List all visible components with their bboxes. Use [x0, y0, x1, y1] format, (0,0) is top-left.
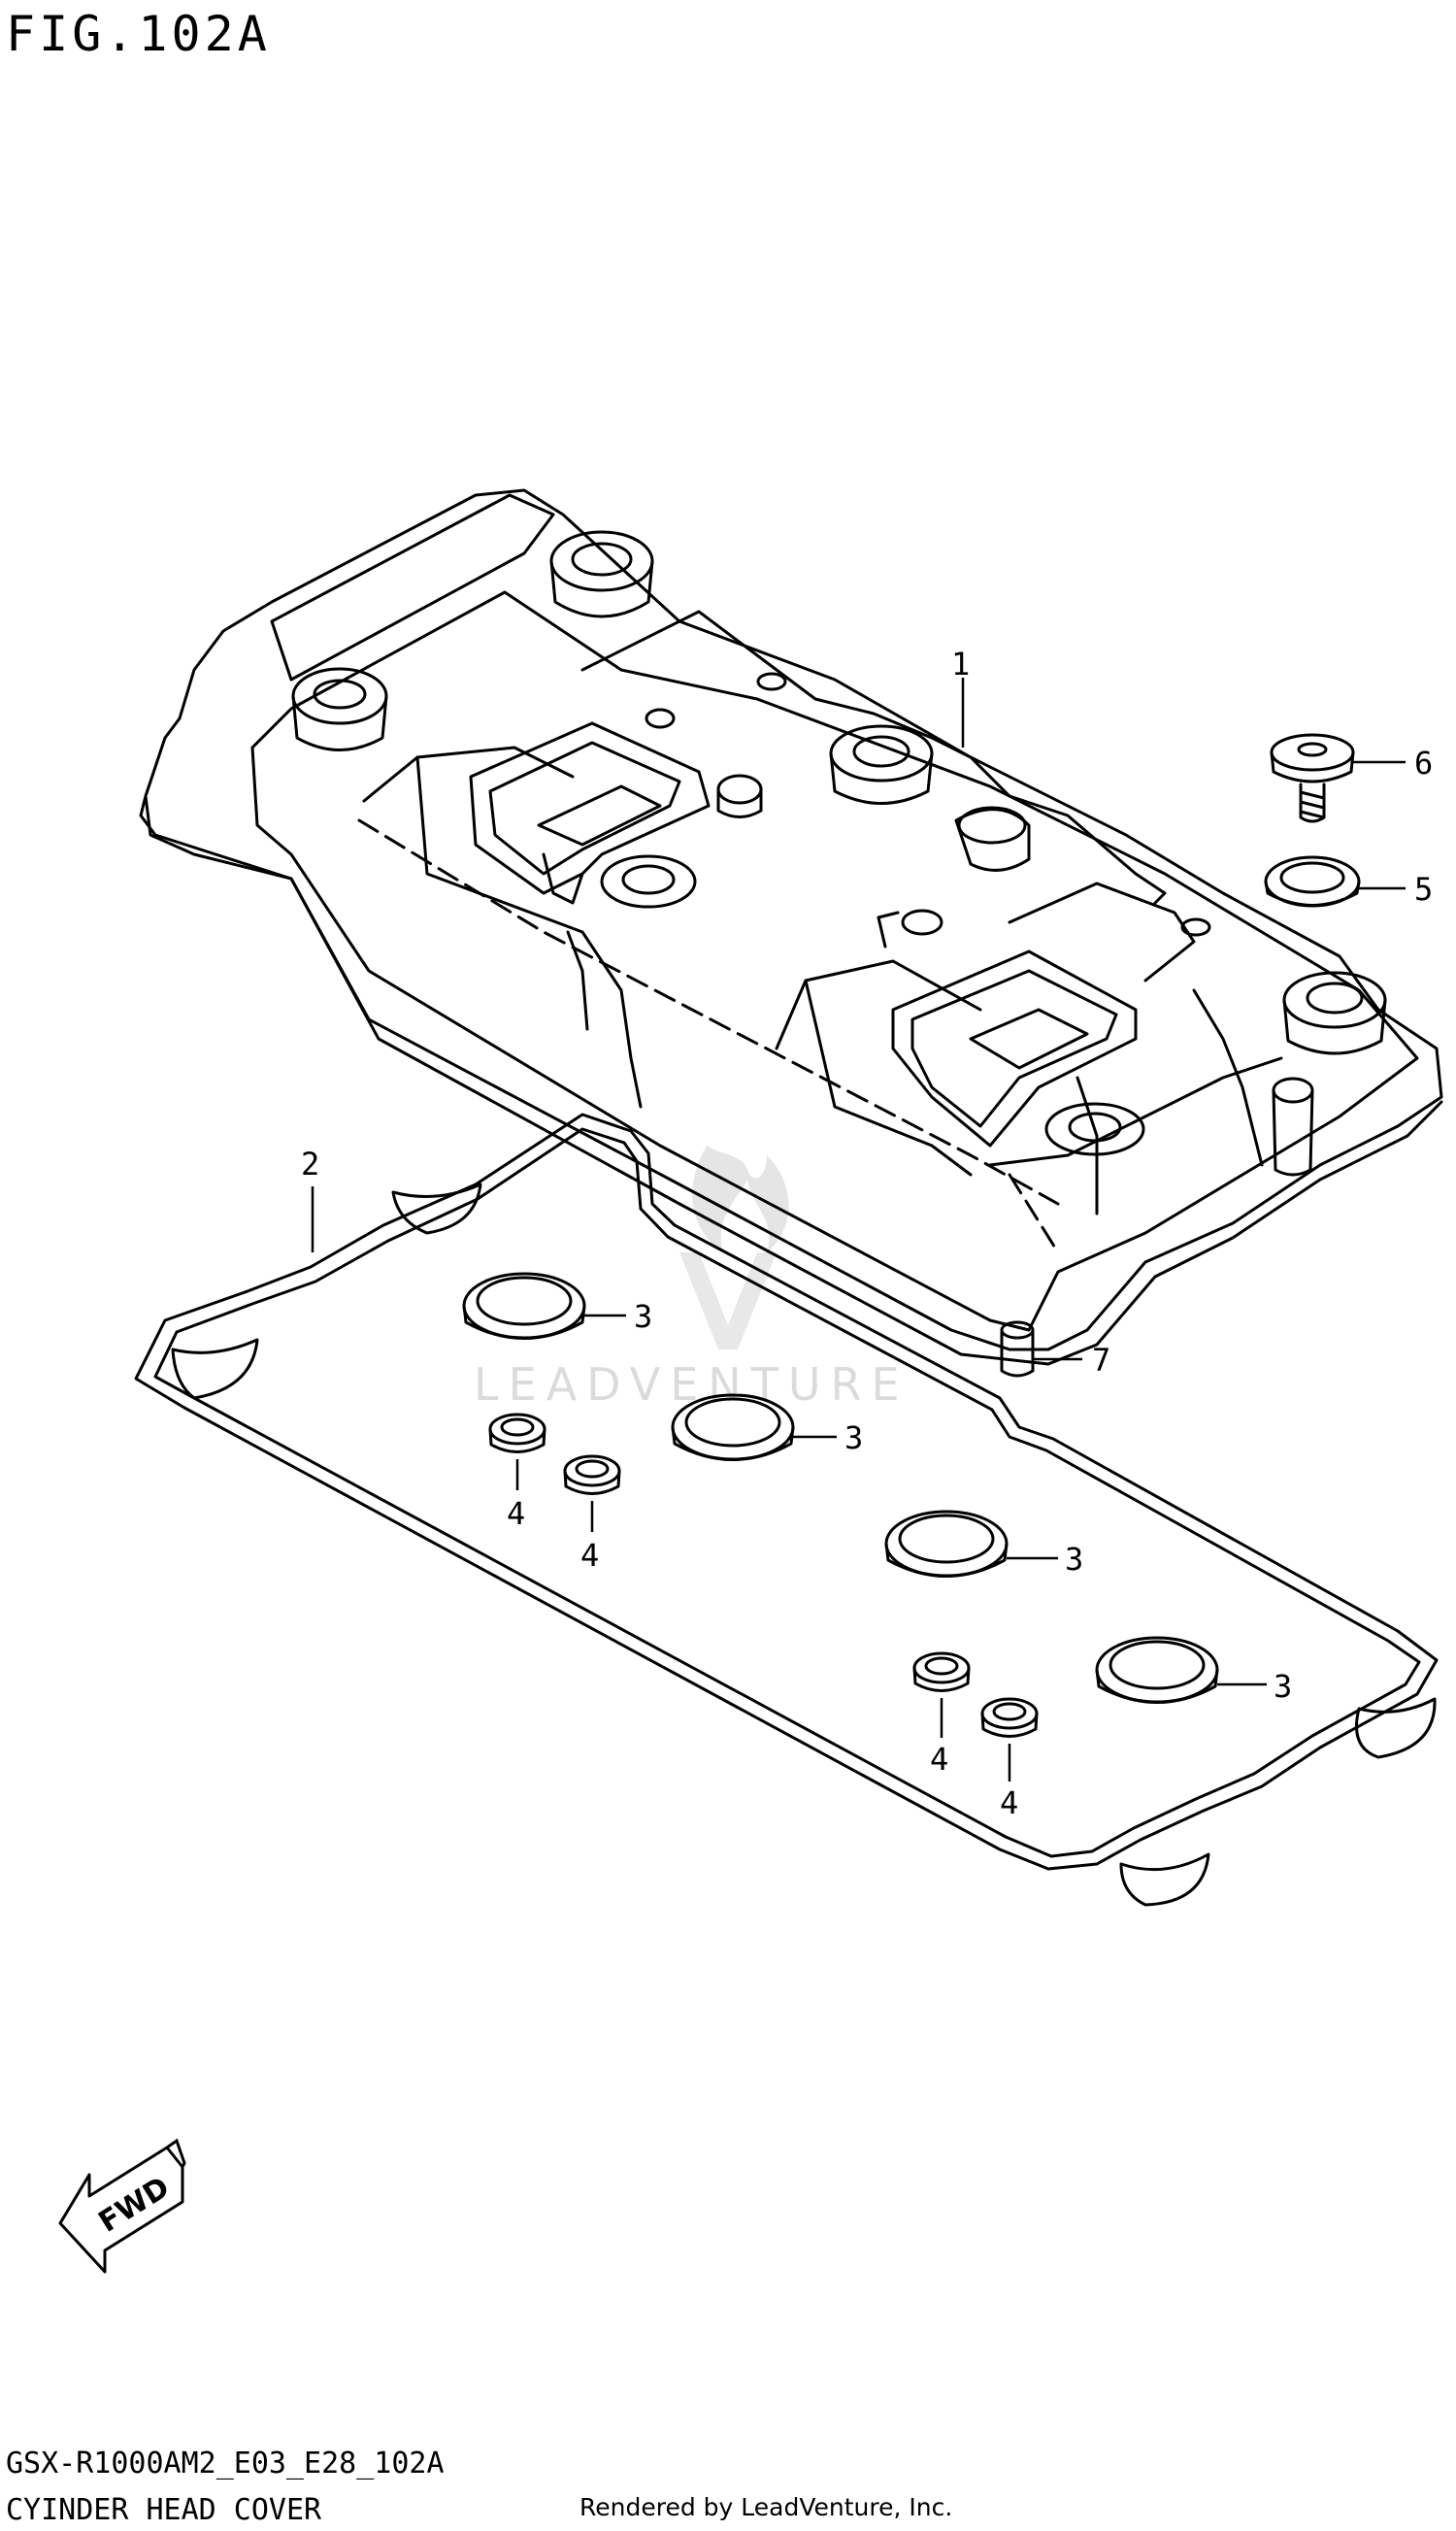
callout-4c: 4 — [930, 1741, 948, 1778]
bolt-boss — [1044, 1102, 1145, 1156]
watermark-text: LEADVENTURE — [474, 1358, 910, 1411]
callout-6: 6 — [1414, 745, 1433, 782]
bolt-boss — [1282, 971, 1387, 1055]
cover-bolt — [1270, 733, 1355, 823]
grommet — [563, 1454, 621, 1495]
callout-3b: 3 — [844, 1419, 863, 1456]
cylinder-head-cover — [139, 488, 1443, 1366]
leader-lines — [311, 678, 1406, 1782]
plug-seal — [884, 1510, 1009, 1578]
figure-title: FIG.102A — [6, 6, 271, 62]
callout-4b: 4 — [580, 1537, 599, 1574]
fwd-arrow-icon: FWD — [58, 2138, 186, 2274]
callout-4d: 4 — [1000, 1784, 1018, 1821]
head-cover-gasket — [134, 1113, 1439, 1907]
callout-1: 1 — [951, 646, 970, 683]
watermark: LEADVENTURE — [474, 1146, 910, 1411]
callout-3c: 3 — [1065, 1541, 1083, 1578]
callout-3a: 3 — [634, 1298, 652, 1335]
bolt-boss — [829, 724, 934, 805]
bolt-boss — [549, 530, 654, 618]
callout-4a: 4 — [507, 1495, 525, 1532]
bolt-boss — [291, 667, 388, 751]
part-group-name: CYINDER HEAD COVER — [6, 2493, 322, 2527]
bolt-seal-washer — [1264, 855, 1361, 908]
callout-3d: 3 — [1274, 1668, 1292, 1705]
plug-seal — [671, 1393, 795, 1461]
callout-7: 7 — [1092, 1342, 1110, 1379]
plug-seal — [462, 1272, 586, 1340]
callout-5: 5 — [1414, 871, 1433, 908]
callouts: 1 2 3 3 3 3 4 4 4 4 5 6 7 — [301, 646, 1433, 1821]
plug-seal — [1095, 1636, 1219, 1704]
bolt-boss — [600, 854, 697, 909]
model-code: GSX-R1000AM2_E03_E28_102A — [6, 2447, 445, 2481]
rendered-by: Rendered by LeadVenture, Inc. — [579, 2493, 953, 2521]
dowel-pin — [1000, 1320, 1035, 1378]
grommet — [980, 1697, 1039, 1738]
grommet — [488, 1413, 546, 1453]
grommet — [912, 1651, 971, 1692]
callout-2: 2 — [301, 1146, 319, 1182]
